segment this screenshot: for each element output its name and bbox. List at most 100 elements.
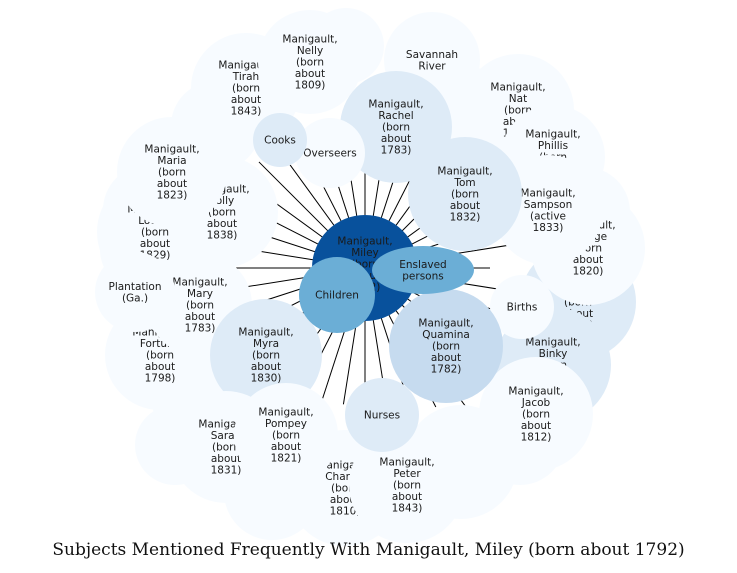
node-bubble	[340, 71, 452, 183]
node-label-line: Manigault,	[437, 166, 492, 178]
node-label-line: Plantation	[108, 281, 161, 293]
node-bubble	[234, 383, 338, 487]
node-bubble	[95, 252, 175, 332]
node-label-line: (born	[382, 122, 410, 134]
node-label-line: Manigault,	[379, 457, 434, 469]
node-label-line: 1830)	[251, 373, 282, 385]
node-bubble	[253, 113, 307, 167]
node-label-line: about	[140, 238, 170, 250]
node-label-line: (born	[252, 350, 280, 362]
node-label-line: (born	[272, 430, 300, 442]
node-label-line: (active	[530, 210, 566, 222]
node-label-line: Pompey	[265, 418, 307, 430]
node-label-line: 1821)	[271, 453, 302, 465]
node-label-line: Jacob	[521, 397, 551, 409]
node-label-line: Tom	[453, 177, 475, 189]
node-bubble	[372, 246, 474, 294]
node-label-line: Manigault,	[520, 187, 575, 199]
node-label-line: (born	[451, 189, 479, 201]
node-label-line: persons	[402, 270, 443, 282]
node-label-line: about	[392, 491, 422, 503]
node-label-line: 1809)	[295, 80, 326, 92]
node-label-line: (born	[232, 83, 260, 95]
node-label-line: Peter	[393, 468, 421, 480]
node-label-line: Children	[315, 290, 359, 302]
node-label-line: Nurses	[364, 410, 400, 422]
bubbles-layer: Manigault,Fortune(bornabout1798)Manigaul…	[95, 8, 645, 546]
node-label-line: 1783)	[381, 145, 412, 157]
node-label-line: Savannah	[406, 49, 458, 61]
node-label-line: 1843)	[392, 503, 423, 515]
node-bubble	[258, 10, 362, 114]
node-label-line: Nat	[509, 93, 527, 105]
node-label-line: Quamina	[422, 329, 470, 341]
node-label-line: about	[521, 420, 551, 432]
node-label-line: (born	[141, 227, 169, 239]
node-label-line: 1831)	[211, 465, 242, 477]
node-label-line: (born	[208, 207, 236, 219]
node-label-line: (born	[212, 442, 240, 454]
node-children[interactable]: Children	[299, 257, 375, 333]
node-overseers[interactable]: Overseers	[295, 118, 365, 188]
node-label-line: about	[185, 311, 215, 323]
node-label-line: about	[157, 178, 187, 190]
node-plantation[interactable]: Plantation(Ga.)	[95, 252, 175, 332]
node-label-line: 1832)	[450, 212, 481, 224]
node-label-line: 1812)	[521, 432, 552, 444]
node-label-line: Manigault,	[258, 407, 313, 419]
node-label-line: Overseers	[303, 148, 356, 160]
node-label-line: Phillis	[538, 140, 568, 152]
node-label-line: about	[231, 94, 261, 106]
node-label-line: Maria	[157, 155, 186, 167]
node-label-line: about	[573, 254, 603, 266]
node-bubble	[210, 299, 322, 411]
node-label-line: 1810)	[330, 506, 361, 518]
node-label-line: (born	[158, 167, 186, 179]
node-label-line: 1820)	[573, 266, 604, 278]
node-label-line: about	[251, 361, 281, 373]
node-bubble	[349, 427, 465, 543]
node-label-line: 1823)	[157, 190, 188, 202]
node-label-line: Miley	[351, 247, 379, 259]
node-label-line: Births	[507, 302, 538, 314]
node-label-line: about	[431, 352, 461, 364]
node-nurses[interactable]: Nurses	[345, 378, 419, 452]
node-label-line: 1843)	[231, 106, 262, 118]
node-births[interactable]: Births	[490, 275, 554, 339]
node-label-line: about	[295, 68, 325, 80]
node-label-line: about	[381, 133, 411, 145]
node-label-line: Manigault,	[282, 34, 337, 46]
node-label-line: (born	[393, 480, 421, 492]
node-label-line: Manigault,	[525, 129, 580, 141]
node-bubble	[345, 378, 419, 452]
node-label-line: River	[418, 60, 446, 72]
node-label-line: Rachel	[378, 110, 413, 122]
node-label-line: Sampson	[524, 199, 573, 211]
node-label-line: about	[207, 218, 237, 230]
node-label-line: 1798)	[145, 373, 176, 385]
node-label-line: (born	[296, 57, 324, 69]
node-label-line: Manigault,	[172, 277, 227, 289]
node-label-line: 1783)	[185, 323, 216, 335]
node-bubble	[479, 357, 593, 471]
node-label-line: 1782)	[431, 364, 462, 376]
node-label-line: Manigault,	[238, 327, 293, 339]
node-label-line: (born	[186, 300, 214, 312]
node-label-line: (Ga.)	[122, 292, 148, 304]
node-label-line: Tirah	[232, 71, 259, 83]
node-cooks[interactable]: Cooks	[253, 113, 307, 167]
node-label-line: Manigault,	[337, 236, 392, 248]
node-label-line: 1838)	[207, 230, 238, 242]
node-label-line: Manigault,	[368, 99, 423, 111]
